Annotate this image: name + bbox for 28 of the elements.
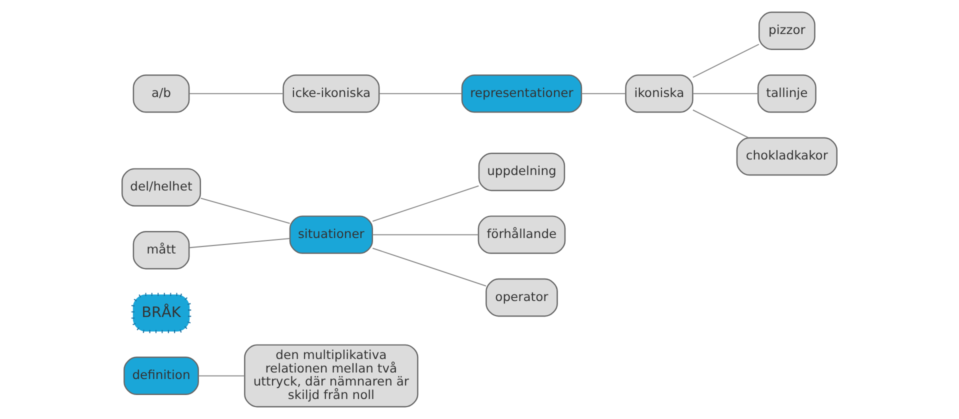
node-box: pizzor	[758, 12, 816, 50]
node-box: den multiplikativa relationen mellan två uttryck, där nämnaren är skiljd från noll	[244, 344, 418, 408]
connector	[372, 248, 486, 286]
connector	[379, 93, 462, 94]
connector	[692, 44, 760, 78]
node-box: tallinje	[757, 74, 816, 113]
node-box: förhållande	[478, 216, 566, 254]
node-box: operator	[486, 278, 558, 317]
node-box: del/helhet	[122, 168, 202, 207]
connector	[692, 110, 749, 138]
node-box: ikoniska	[625, 74, 694, 113]
connector	[189, 93, 284, 94]
node-box: representationer	[461, 74, 582, 113]
node-box: uppdelning	[478, 152, 566, 192]
connector	[200, 198, 290, 224]
connector	[198, 375, 245, 376]
connector	[692, 93, 758, 94]
node-box: mått	[132, 231, 190, 270]
connector	[372, 234, 478, 236]
connector	[372, 185, 479, 222]
node-box: situationer	[289, 216, 373, 254]
connector	[189, 238, 290, 248]
node-box: definition	[124, 356, 199, 395]
node-box: a/b	[132, 74, 190, 113]
node-box: chokladkakor	[736, 137, 838, 176]
node-box: icke-ikoniska	[282, 74, 380, 113]
node-box: BRÅK	[131, 292, 192, 334]
connector	[582, 93, 626, 94]
